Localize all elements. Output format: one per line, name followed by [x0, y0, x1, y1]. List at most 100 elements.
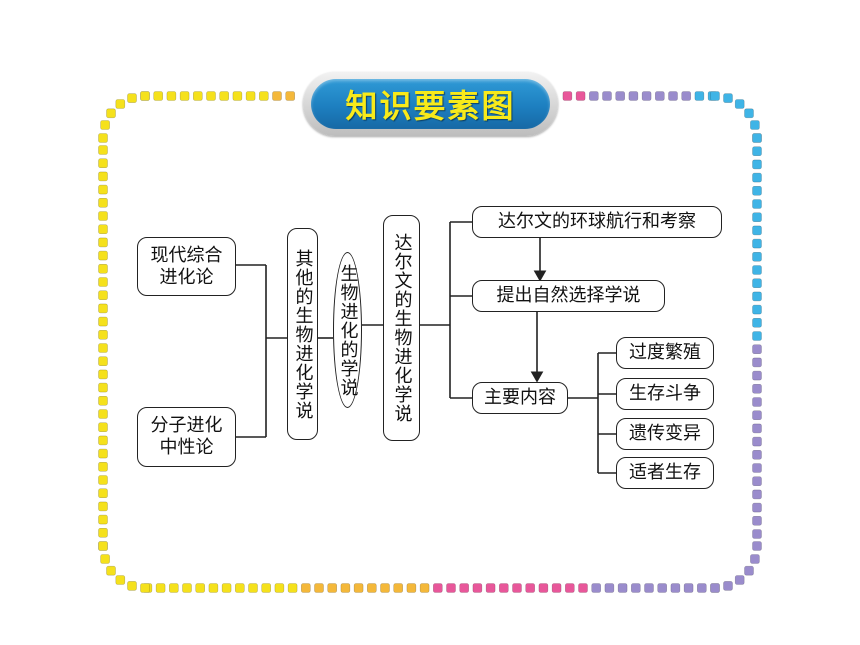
border-dot	[98, 527, 108, 538]
border-dot	[752, 529, 762, 539]
border-dot	[654, 91, 665, 101]
border-dot	[681, 91, 692, 101]
node-voyage-label: 达尔文的环球航行和考察	[498, 211, 696, 232]
border-dot	[98, 501, 108, 512]
border-dot	[248, 583, 258, 593]
border-dot	[752, 317, 762, 328]
border-dot	[752, 436, 762, 447]
node-struggle: 生存斗争	[616, 378, 714, 410]
node-survival-fittest-label: 适者生存	[629, 462, 701, 483]
border-dot	[752, 186, 762, 196]
border-dot	[752, 357, 762, 368]
diagram-title: 知识要素图	[345, 87, 516, 125]
border-dot	[98, 263, 108, 274]
border-dot	[591, 583, 602, 593]
border-dot	[459, 583, 470, 593]
border-dot	[98, 290, 108, 301]
node-darwin-theory-label: 达尔文的生物进化学说	[391, 233, 413, 423]
border-dot	[694, 91, 705, 101]
border-dot	[221, 583, 232, 593]
border-dot	[98, 382, 108, 393]
border-dot	[98, 171, 108, 182]
border-dot	[752, 541, 762, 551]
border-dot	[314, 583, 324, 593]
node-struggle-label: 生存斗争	[629, 383, 701, 404]
border-dot	[98, 198, 108, 208]
border-dot	[696, 583, 707, 593]
border-dot	[752, 463, 762, 473]
border-dot	[752, 133, 762, 143]
border-dot	[734, 99, 745, 109]
border-dot	[206, 91, 216, 101]
border-dot	[752, 502, 762, 513]
title-banner-inner: 知识要素图	[311, 79, 550, 129]
border-dot	[98, 329, 108, 340]
border-dot	[98, 488, 108, 499]
border-dot	[752, 449, 762, 460]
node-heredity-variation: 遗传变异	[616, 418, 714, 450]
border-dot	[98, 145, 108, 155]
border-dot	[98, 316, 108, 327]
border-dot	[588, 91, 599, 101]
border-dot	[419, 583, 430, 593]
border-dot	[752, 172, 762, 183]
border-dot	[98, 211, 108, 221]
border-dot	[98, 409, 108, 419]
border-dot	[274, 583, 285, 593]
border-dot	[657, 583, 668, 593]
node-darwin-theory: 达尔文的生物进化学说	[383, 215, 420, 441]
border-dot	[245, 91, 256, 101]
border-dot	[723, 581, 733, 591]
node-modern-synthesis: 现代综合进化论	[137, 237, 236, 296]
node-other-theories-label: 其他的生物进化学说	[292, 248, 314, 420]
border-dot	[393, 583, 404, 593]
node-other-theories: 其他的生物进化学说	[287, 228, 318, 440]
border-dot	[744, 565, 754, 576]
border-dot	[115, 575, 126, 585]
border-dot	[98, 343, 108, 353]
node-main-content-label: 主要内容	[484, 387, 556, 408]
border-dot	[752, 291, 762, 302]
border-dot	[98, 133, 108, 143]
border-dot	[752, 146, 762, 156]
border-dot	[98, 422, 108, 433]
border-dot	[98, 237, 108, 248]
border-dot	[525, 583, 536, 593]
border-dot	[670, 583, 681, 593]
border-dot	[98, 303, 108, 314]
border-dot	[538, 583, 549, 593]
border-dot	[752, 265, 762, 275]
border-dot	[98, 461, 108, 472]
border-dot	[752, 225, 762, 236]
border-dot	[380, 583, 390, 593]
border-dot	[153, 91, 163, 101]
border-dot	[498, 583, 509, 593]
border-dot	[750, 554, 760, 564]
border-dot	[127, 581, 137, 591]
node-heredity-variation-label: 遗传变异	[629, 423, 701, 444]
border-dot	[710, 583, 720, 593]
border-dot	[272, 91, 282, 101]
border-dot	[366, 583, 377, 593]
border-dot	[179, 91, 190, 101]
border-dot	[710, 91, 720, 101]
node-evolution-theories: 生物进化的学说	[333, 252, 362, 408]
border-dot	[98, 435, 108, 446]
border-dot	[485, 583, 496, 593]
border-dot	[98, 541, 108, 551]
border-dot	[166, 91, 177, 101]
border-dot	[98, 369, 108, 380]
border-dot	[327, 583, 338, 593]
border-dot	[683, 583, 694, 593]
border-dot	[98, 395, 108, 406]
border-dot	[193, 91, 203, 101]
border-dot	[261, 583, 272, 593]
border-dot	[752, 304, 762, 315]
border-dot	[575, 91, 586, 101]
border-dot	[752, 397, 762, 407]
border-dot	[750, 120, 760, 130]
border-dot	[258, 91, 269, 101]
border-dot	[604, 583, 615, 593]
node-overproduction-label: 过度繁殖	[629, 342, 701, 363]
